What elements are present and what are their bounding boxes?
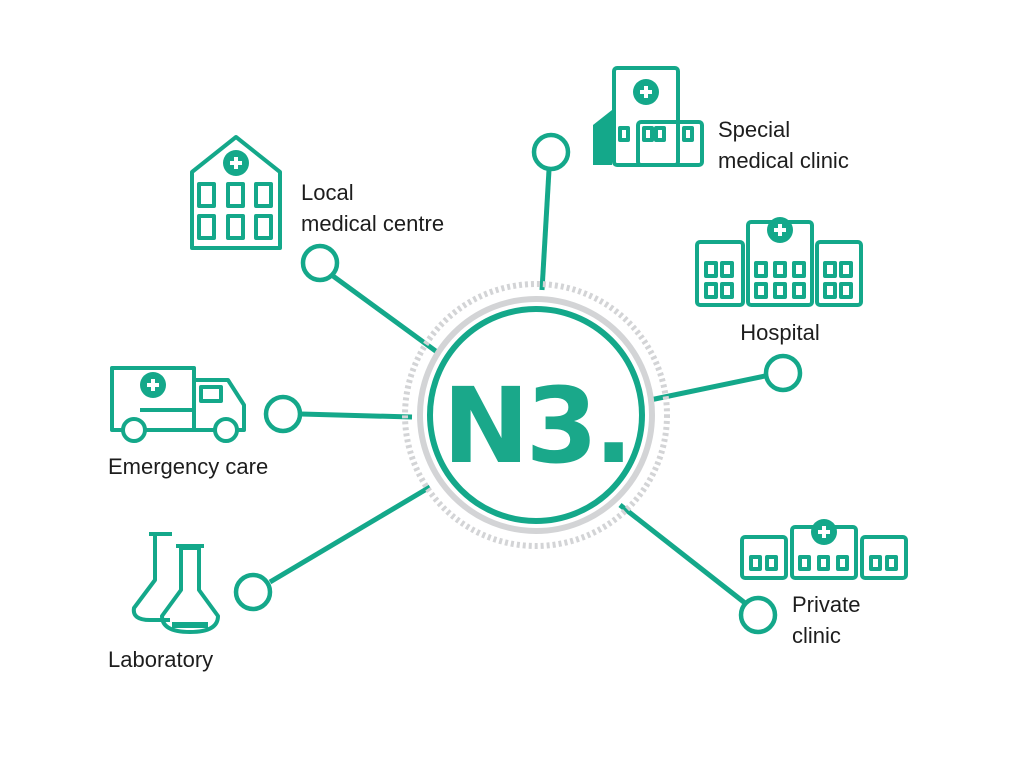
clinic-building-icon [593, 66, 704, 167]
node-hospital[interactable] [763, 353, 803, 393]
label-special-line1: Special [718, 117, 790, 142]
node-local-centre[interactable] [300, 243, 340, 283]
label-hospital: Hospital [740, 320, 819, 345]
connector-hospital [649, 373, 766, 403]
connector-special-clinic [539, 169, 552, 291]
connector-emergency [300, 411, 413, 420]
center-hub: N3. [402, 281, 670, 549]
label-emergency: Emergency care [108, 454, 268, 479]
ambulance-icon [110, 366, 246, 443]
node-laboratory[interactable] [233, 572, 273, 612]
teal-ring [427, 306, 645, 524]
dashed-ring [402, 281, 670, 549]
hospital-icon [695, 215, 863, 307]
label-local-line1: Local [301, 180, 354, 205]
private-clinic-icon [740, 517, 908, 580]
node-emergency[interactable] [263, 394, 303, 434]
label-private-line2: clinic [792, 623, 841, 648]
label-private-line1: Private [792, 592, 860, 617]
label-laboratory: Laboratory [108, 647, 213, 672]
medical-centre-icon [190, 135, 282, 250]
label-local-line2: medical centre [301, 211, 444, 236]
connector-local-centre [331, 273, 439, 355]
label-special-line2: medical clinic [718, 148, 849, 173]
connector-laboratory [268, 484, 432, 585]
node-special-clinic[interactable] [531, 132, 571, 172]
connector-private-clinic [618, 503, 747, 605]
flask-icon [131, 532, 220, 634]
node-private-clinic[interactable] [738, 595, 778, 635]
center-label: N3. [443, 365, 630, 487]
